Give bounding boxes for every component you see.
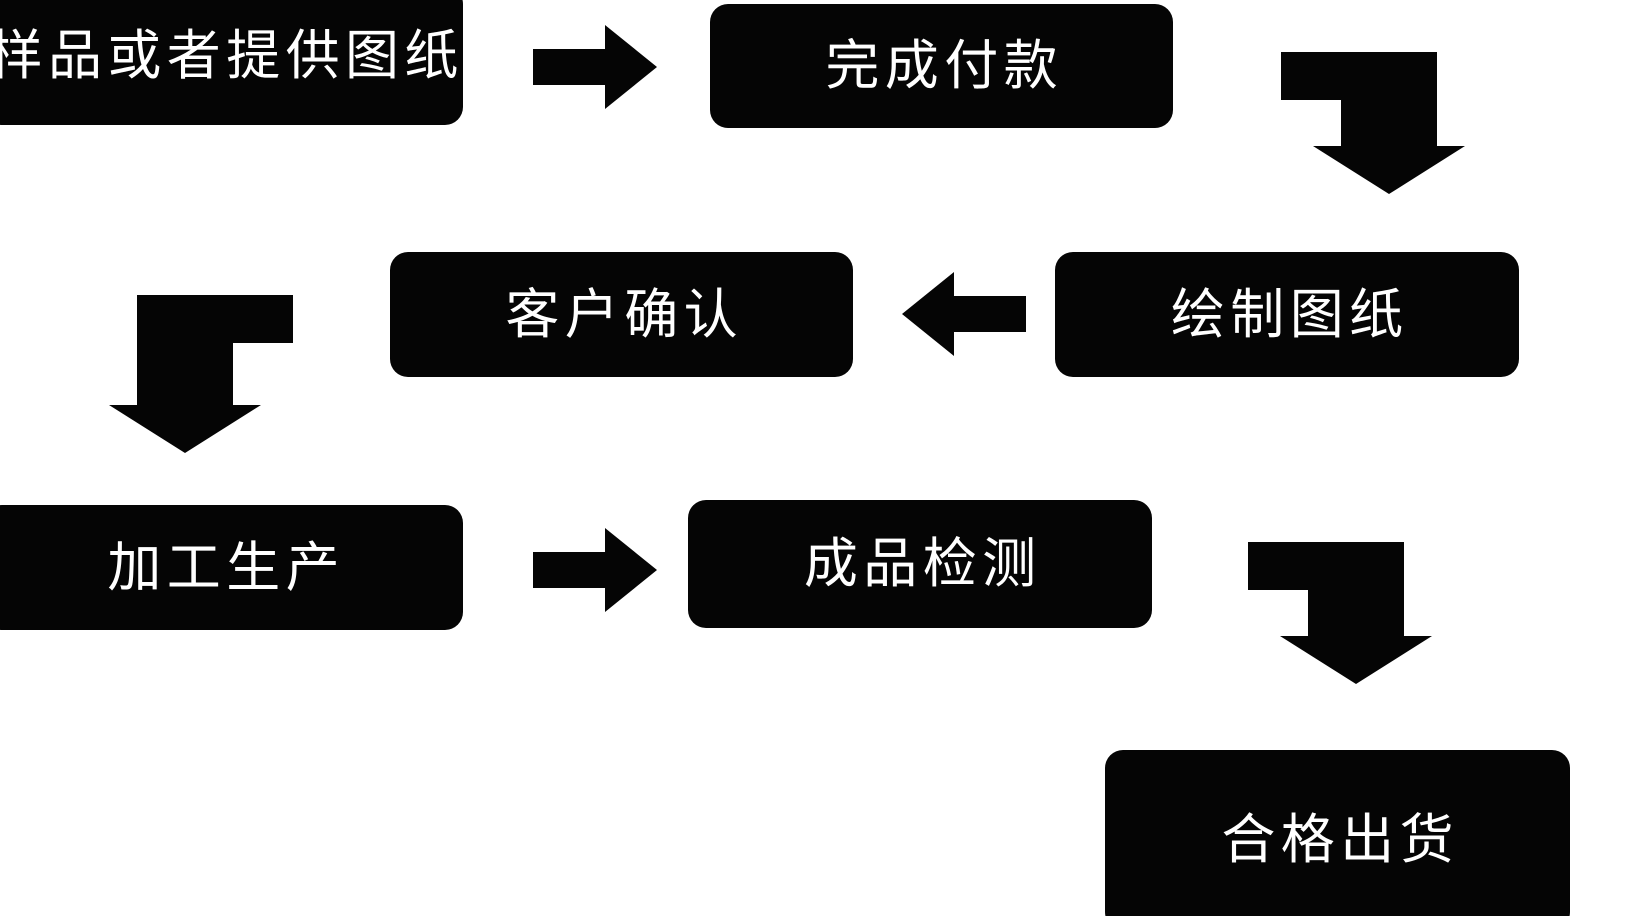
flow-node-draw-blueprint[interactable]: 绘制图纸: [1055, 252, 1519, 377]
flow-node-finished-inspection[interactable]: 成品检测: [688, 500, 1152, 628]
arrow-left-drawing-to-confirm: [902, 272, 1026, 356]
arrow-elbow-payment-to-drawing: [1281, 52, 1465, 194]
flow-node-production[interactable]: 加工生产: [0, 505, 463, 630]
flow-node-complete-payment[interactable]: 完成付款: [710, 4, 1173, 128]
arrow-elbow-inspection-to-shipping: [1248, 542, 1432, 684]
arrow-elbow-confirm-to-production: [109, 295, 293, 453]
flow-node-label: 成品检测: [803, 534, 1042, 594]
flow-node-customer-confirm[interactable]: 客户确认: [390, 252, 853, 377]
flow-node-qualified-shipping[interactable]: 合格出货: [1105, 750, 1570, 916]
arrow-right-sample-to-payment: [533, 25, 657, 109]
flow-node-sample-or-drawing[interactable]: 样品或者提供图纸: [0, 0, 463, 125]
flow-node-label: 加工生产: [107, 537, 345, 598]
arrow-right-production-to-inspection: [533, 528, 657, 612]
flow-node-label: 完成付款: [825, 36, 1063, 96]
flow-node-label: 样品或者提供图纸: [0, 25, 464, 86]
flow-node-label: 合格出货: [1221, 810, 1459, 870]
flow-node-label: 绘制图纸: [1170, 284, 1409, 345]
flow-node-label: 客户确认: [505, 284, 743, 345]
